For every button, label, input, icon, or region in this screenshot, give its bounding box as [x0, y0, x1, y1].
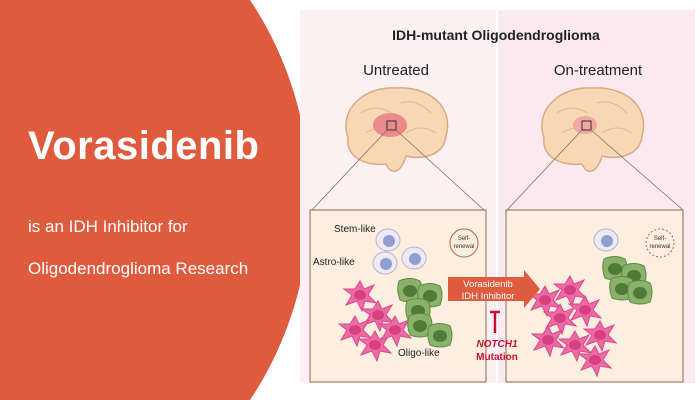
mutation-label: Mutation	[476, 352, 518, 363]
svg-text:Self-: Self-	[458, 236, 470, 242]
hero-subtitle-line2: Oligodendroglioma Research	[28, 259, 249, 278]
hero-subtitle-line1: is an IDH Inhibitor for	[28, 217, 188, 236]
label-oligo-like: Oligo-like	[398, 348, 440, 359]
brain-untreated	[311, 87, 485, 211]
treatment-arrow: Vorasidenib IDH Inhibitor	[448, 270, 540, 308]
self-renewal-icon: Self- renewal	[449, 228, 479, 258]
label-on-treatment: On-treatment	[554, 62, 643, 79]
label-untreated: Untreated	[363, 62, 429, 79]
diagram-title: IDH-mutant Oligodendroglioma	[392, 27, 600, 43]
self-renewal-reduced-icon: Self- renewal	[645, 228, 675, 258]
label-astro-like: Astro-like	[313, 257, 355, 268]
hero-title: Vorasidenib	[28, 124, 260, 168]
label-stem-like: Stem-like	[334, 224, 376, 235]
mutation-gene: NOTCH1	[476, 339, 518, 350]
svg-text:renewal: renewal	[649, 244, 670, 250]
inhibition-icon	[490, 310, 500, 333]
brain-treatment	[506, 87, 684, 211]
svg-text:Self-: Self-	[654, 236, 666, 242]
svg-text:IDH Inhibitor: IDH Inhibitor	[462, 291, 515, 302]
svg-text:Vorasidenib: Vorasidenib	[463, 279, 513, 290]
svg-text:renewal: renewal	[453, 244, 474, 250]
